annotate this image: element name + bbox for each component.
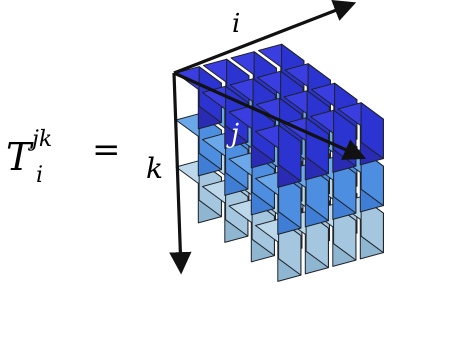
cube-stack	[175, 43, 384, 282]
cube-side-face	[278, 124, 302, 182]
k-axis-label: k	[146, 152, 163, 185]
k-axis-arrow	[169, 72, 192, 275]
j-axis-arrow	[173, 71, 367, 160]
cube-top	[337, 102, 384, 166]
tensor-equation: T jk i =	[6, 127, 121, 188]
i-axis-arrow	[173, 0, 357, 75]
axes: i j k	[146, 0, 367, 275]
tensor-upper-indices: jk	[27, 127, 52, 152]
i-axis-label: i	[232, 9, 240, 39]
cube-top	[228, 105, 275, 169]
tensor-symbol: T	[6, 135, 34, 179]
cube-top	[255, 124, 302, 188]
cube-side-face	[360, 102, 384, 160]
tensor-lower-index: i	[36, 163, 43, 188]
cube-top	[282, 117, 329, 181]
equals-sign: =	[92, 130, 121, 170]
cube-side-face	[305, 117, 329, 175]
